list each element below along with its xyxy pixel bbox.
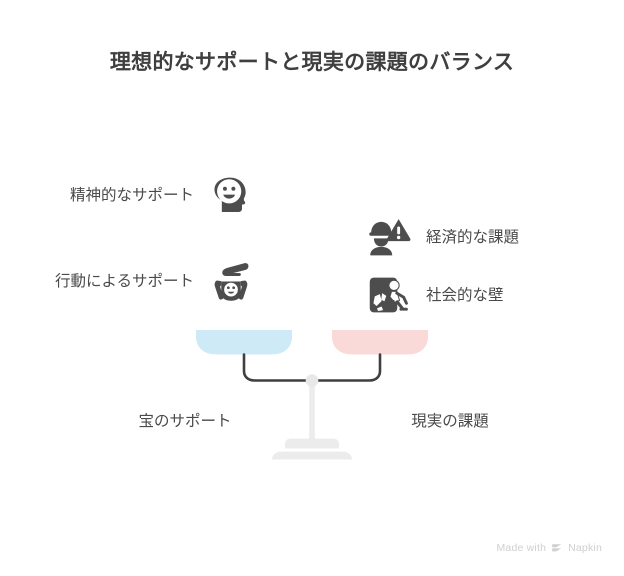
page-title: 理想的なサポートと現実の課題のバランス bbox=[109, 51, 515, 74]
helping-hand-icon bbox=[208, 258, 254, 304]
right-item-social-barrier[interactable]: 社会的な壁 bbox=[366, 272, 504, 318]
napkin-logo-icon bbox=[552, 544, 562, 552]
head-smiley-icon bbox=[208, 172, 254, 218]
right-item-economic-challenge-label: 経済的な課題 bbox=[426, 228, 520, 246]
worker-warning-icon bbox=[366, 214, 412, 260]
left-side-caption: 宝のサポート bbox=[138, 413, 232, 430]
napkin-watermark: Made with Napkin bbox=[496, 542, 602, 554]
left-pan bbox=[196, 330, 292, 355]
left-item-action-support[interactable]: 行動によるサポート bbox=[42, 258, 254, 304]
left-item-mental-support-label: 精神的なサポート bbox=[69, 186, 194, 204]
balance-scale bbox=[180, 325, 444, 465]
left-item-mental-support[interactable]: 精神的なサポート bbox=[42, 172, 254, 218]
right-pan bbox=[332, 330, 428, 355]
left-item-action-support-label: 行動によるサポート bbox=[54, 272, 194, 290]
right-side-caption: 現実の課題 bbox=[411, 413, 489, 430]
right-item-social-barrier-label: 社会的な壁 bbox=[426, 286, 504, 304]
right-item-economic-challenge[interactable]: 経済的な課題 bbox=[366, 214, 519, 260]
watermark-brand-label: Napkin bbox=[568, 542, 602, 554]
watermark-prefix-label: Made with bbox=[496, 542, 547, 554]
person-wall-icon bbox=[366, 272, 412, 318]
